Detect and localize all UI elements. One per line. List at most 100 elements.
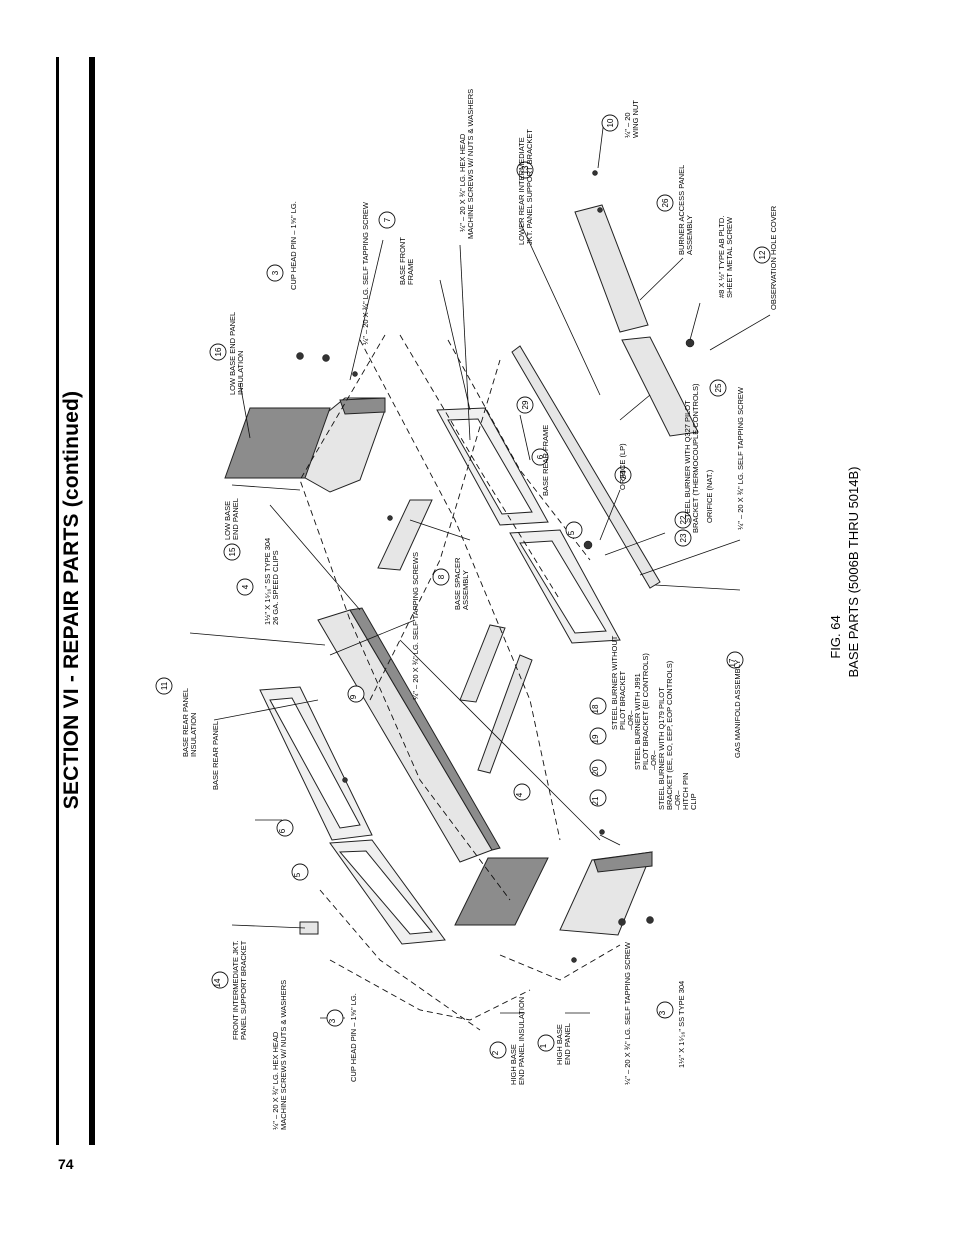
label-7-line2: FRAME: [406, 259, 415, 285]
label-21-line1: HITCH PIN: [681, 773, 690, 811]
svg-text:BASE REAR FRAME: BASE REAR FRAME: [541, 425, 550, 496]
label-15-line2: END PANEL: [231, 498, 240, 540]
label-24-line1: ORIFICE (LP): [618, 443, 627, 490]
base-rear-frame-lower: [329, 839, 446, 945]
svg-text:LOW BASEEND PANEL: LOW BASEEND PANEL: [223, 498, 240, 540]
base-front-frame-upper: [436, 407, 549, 526]
svg-text:LOWER REAR INTERMEDIATEJKT. PA: LOWER REAR INTERMEDIATEJKT. PANEL SUPPOR…: [517, 129, 534, 245]
label-22-line1: STEEL BURNER WITH Q327 PILOT: [683, 400, 692, 523]
leader-lines: [189, 119, 771, 1019]
svg-text:7: 7: [383, 217, 392, 222]
svg-text:14: 14: [213, 978, 222, 987]
svg-text:29: 29: [521, 400, 530, 409]
svg-text:26: 26: [661, 198, 670, 207]
svg-text:9: 9: [349, 694, 358, 699]
high-base-end-panel-insulation: [454, 857, 549, 926]
label-17: GAS MANIFOLD ASSEMBLY: [733, 660, 742, 758]
svg-text:12: 12: [758, 250, 767, 259]
svg-text:5: 5: [293, 872, 302, 877]
svg-text:3: 3: [271, 270, 280, 275]
label-18-line2: PILOT BRACKET: [618, 671, 627, 730]
svg-text:HIGH BASEEND PANEL: HIGH BASEEND PANEL: [555, 1023, 572, 1065]
svg-text:18: 18: [591, 704, 600, 713]
label-12: OBSERVATION HOLE COVER: [769, 205, 778, 310]
svg-text:25: 25: [714, 383, 723, 392]
figure-caption: BASE PARTS (5006B THRU 5014B): [846, 467, 861, 678]
svg-text:19: 19: [591, 734, 600, 743]
label-18-line1: STEEL BURNER WITHOUT: [610, 635, 619, 730]
svg-text:BURNER ACCESS PANELASSEMBLY: BURNER ACCESS PANELASSEMBLY: [677, 165, 694, 255]
base-rear-frame: [259, 686, 373, 841]
high-base-end-panel: [559, 851, 653, 936]
left-margin-rule-thick: [89, 57, 95, 1145]
label-11-line2: INSULATION: [189, 713, 198, 757]
label-19-line3: –OR–: [649, 750, 658, 770]
label-11-line1: BASE REAR PANEL: [181, 688, 190, 757]
label-self-tap-bottom: ¼" – 20 X ¾" LG. SELF TAPPING SCREW: [623, 941, 632, 1085]
label-18-line3: –OR–: [626, 710, 635, 730]
svg-text:8: 8: [437, 574, 446, 579]
label-22-line2: BRACKET (THERMOCOUPLE CONTROLS): [691, 383, 700, 533]
svg-text:20: 20: [591, 766, 600, 775]
svg-text:4: 4: [515, 792, 524, 797]
label-19-line1: STEEL BURNER WITH J991: [633, 673, 642, 770]
svg-text:13: 13: [521, 165, 530, 174]
svg-text:ORIFICE (LP): ORIFICE (LP): [618, 443, 627, 490]
svg-text:23: 23: [679, 533, 688, 542]
svg-text:6: 6: [278, 828, 287, 833]
svg-text:3: 3: [658, 1010, 667, 1015]
label-4-line1: 1½" X 1⁵⁄₁₆" SS TYPE 304: [263, 538, 272, 625]
label-hex-top-1: ¼" – 20 X ¾" LG. HEX HEAD: [458, 133, 467, 232]
label-sheet-metal-1: #8 X ½" TYPE AB PLTD.: [717, 216, 726, 298]
label-23: ORIFICE (NAT.): [705, 469, 714, 523]
label-7-line1: BASE FRONT: [398, 237, 407, 285]
label-1-line2: END PANEL: [563, 1023, 572, 1065]
svg-text:FRONT INTERMEDIATE JKT.PANEL S: FRONT INTERMEDIATE JKT.PANEL SUPPORT BRA…: [231, 940, 248, 1040]
label-15-line1: LOW BASE: [223, 501, 232, 540]
svg-text:15: 15: [228, 547, 237, 556]
label-3-bottom: 1½" X 1⁵⁄₁₆" SS TYPE 304: [677, 981, 686, 1068]
svg-text:21: 21: [591, 796, 600, 805]
svg-text:BASE FRONTFRAME: BASE FRONTFRAME: [398, 237, 415, 285]
svg-text:1: 1: [539, 1043, 548, 1048]
label-hex-left-1: ¼" – 20 X ¾" LG. HEX HEAD: [271, 1031, 280, 1130]
label-sheet-metal-2: SHEET METAL SCREW: [725, 216, 734, 298]
label-hex-left-2: MACHINE SCREWS W/ NUTS & WASHERS: [279, 980, 288, 1130]
label-19-line2: PILOT BRACKET (EI CONTROLS): [641, 653, 650, 770]
rod-part-29: [511, 345, 661, 589]
label-self-tap-top: ¼" – 20 X ¾" LG. SELF TAPPING SCREW: [361, 201, 370, 345]
base-spacer-assembly: [377, 499, 433, 571]
left-margin-rule-thin: [56, 57, 59, 1145]
label-20-line2: BRACKET (EE, EO, EEP, EOP CONTROLS): [665, 660, 674, 810]
label-26-line1: BURNER ACCESS PANEL: [677, 165, 686, 255]
svg-text:#8 X ½" TYPE AB PLTD.SHEET MET: #8 X ½" TYPE AB PLTD.SHEET METAL SCREW: [717, 216, 734, 298]
label-10-line1: ¼" – 20: [623, 112, 632, 138]
svg-text:6: 6: [536, 454, 545, 459]
svg-text:STEEL BURNER WITHOUTPILOT BRAC: STEEL BURNER WITHOUTPILOT BRACKET–OR–: [610, 635, 635, 730]
svg-text:STEEL BURNER WITH Q327 PILOTBR: STEEL BURNER WITH Q327 PILOTBRACKET (THE…: [683, 383, 700, 533]
label-2-line2: END PANEL INSULATION: [517, 997, 526, 1085]
svg-text:24: 24: [619, 470, 628, 479]
svg-text:2: 2: [491, 1050, 500, 1055]
label-6b-line1: BASE REAR FRAME: [541, 425, 550, 496]
low-base-end-panel-insulation: [224, 407, 331, 479]
base-front-frame-lower: [509, 529, 621, 644]
label-26-line2: ASSEMBLY: [685, 215, 694, 255]
label-2-line1: HIGH BASE: [509, 1044, 518, 1085]
label-self-tap-gas: ¼" – 20 X ¾" LG. SELF TAPPING SCREW: [736, 386, 745, 530]
gas-manifold: [477, 654, 533, 774]
base-rear-panel-face: [349, 607, 501, 851]
label-4-line2: 26 GA. SPEED CLIPS: [271, 550, 280, 625]
figure-label: FIG. 64: [828, 615, 843, 658]
label-14-line1: FRONT INTERMEDIATE JKT.: [231, 940, 240, 1040]
label-8-line1: BASE SPACER: [453, 557, 462, 610]
svg-text:STEEL BURNER WITH J991PILOT BR: STEEL BURNER WITH J991PILOT BRACKET (EI …: [633, 653, 658, 770]
svg-text:5: 5: [567, 530, 576, 535]
svg-text:1½" X 1⁵⁄₁₆" SS TYPE 30426 GA.: 1½" X 1⁵⁄₁₆" SS TYPE 30426 GA. SPEED CLI…: [263, 538, 280, 625]
svg-text:10: 10: [606, 118, 615, 127]
label-13-line2: JKT. PANEL SUPPORT BRACKET: [525, 129, 534, 245]
label-14-line2: PANEL SUPPORT BRACKET: [239, 940, 248, 1040]
svg-text:17: 17: [728, 658, 737, 667]
svg-text:11: 11: [160, 681, 169, 690]
